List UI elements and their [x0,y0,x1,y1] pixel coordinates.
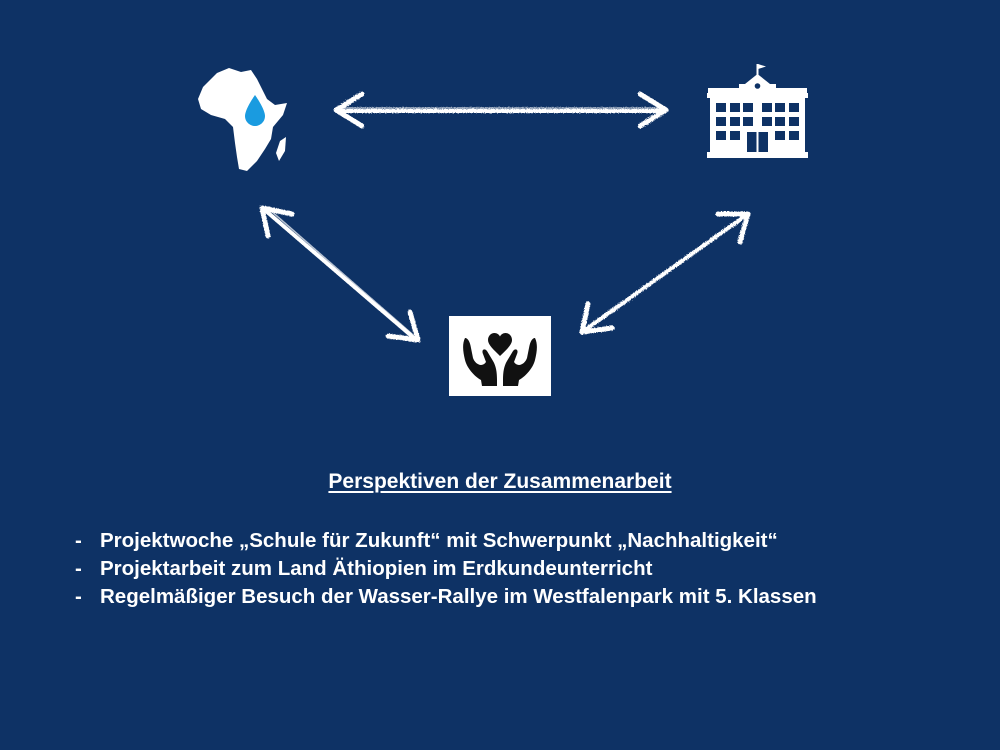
hands-heart-icon [463,333,537,386]
partnership-diagram [198,64,808,396]
list-item: - Projektarbeit zum Land Äthiopien im Er… [72,555,817,583]
bullet-dash: - [75,529,82,552]
list-item: - Regelmäßiger Besuch der Wasser-Rallye … [72,583,817,611]
list-item-text: Projektarbeit zum Land Äthiopien im Erdk… [100,557,653,580]
arrow-africa-school [333,91,669,129]
section-heading: Perspektiven der Zusammenarbeit [328,470,672,493]
arrow-school-charity [579,211,751,335]
africa-water-drop-icon [198,68,287,171]
perspectives-list: - Projektwoche „Schule für Zukunft“ mit … [72,527,817,611]
bullet-dash: - [75,557,82,580]
hands-heart-box [449,316,551,396]
arrows-layer [259,91,751,343]
list-item-text: Regelmäßiger Besuch der Wasser-Rallye im… [100,585,817,608]
list-item: - Projektwoche „Schule für Zukunft“ mit … [72,527,817,555]
list-item-text: Projektwoche „Schule für Zukunft“ mit Sc… [100,529,778,552]
school-building-icon [707,64,808,158]
bullet-dash: - [75,585,82,608]
arrow-africa-charity [259,205,421,343]
